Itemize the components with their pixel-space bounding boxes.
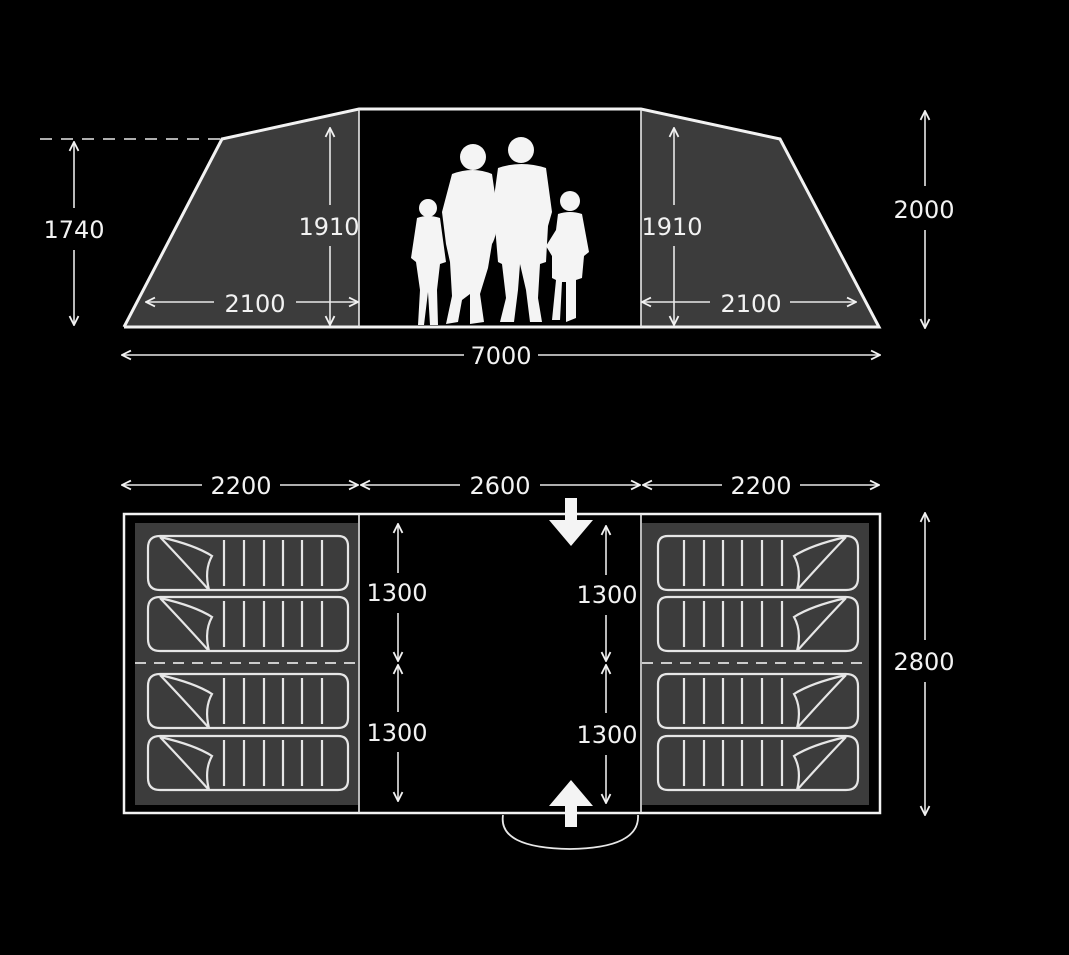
- rear-door-arrow-icon: [549, 498, 593, 546]
- outer-wall-height-label: 1740: [43, 216, 104, 244]
- total-depth-label: 2800: [893, 648, 954, 676]
- floor-plan: 2200 2600 2200: [122, 472, 955, 850]
- living-left-lower-depth-label: 1300: [366, 719, 427, 747]
- left-bedroom-elevation: [124, 109, 359, 327]
- front-canopy-arc: [501, 814, 639, 850]
- family-silhouette-icon: [411, 137, 589, 325]
- side-elevation: 1740 1910 2100 1910 2100 2000 7000: [40, 107, 955, 370]
- living-right-lower-depth-label: 1300: [576, 721, 637, 749]
- right-bedroom-height-label: 1910: [641, 213, 702, 241]
- right-bedroom-width-label: 2100: [720, 290, 781, 318]
- right-bedroom-floor-width-label: 2200: [730, 472, 791, 500]
- living-left-upper-depth-label: 1300: [366, 579, 427, 607]
- front-door-arrow-icon: [549, 780, 593, 827]
- peak-height-label: 2000: [893, 196, 954, 224]
- left-bedroom-width-label: 2100: [224, 290, 285, 318]
- right-bedroom-elevation: [641, 109, 879, 327]
- left-bedroom-height-label: 1910: [298, 213, 359, 241]
- left-bedroom-floor-width-label: 2200: [210, 472, 271, 500]
- left-bedroom-floor: [135, 523, 358, 805]
- living-right-upper-depth-label: 1300: [576, 581, 637, 609]
- overall-length-label: 7000: [470, 342, 531, 370]
- living-area-width-label: 2600: [469, 472, 530, 500]
- right-bedroom-floor: [642, 523, 869, 805]
